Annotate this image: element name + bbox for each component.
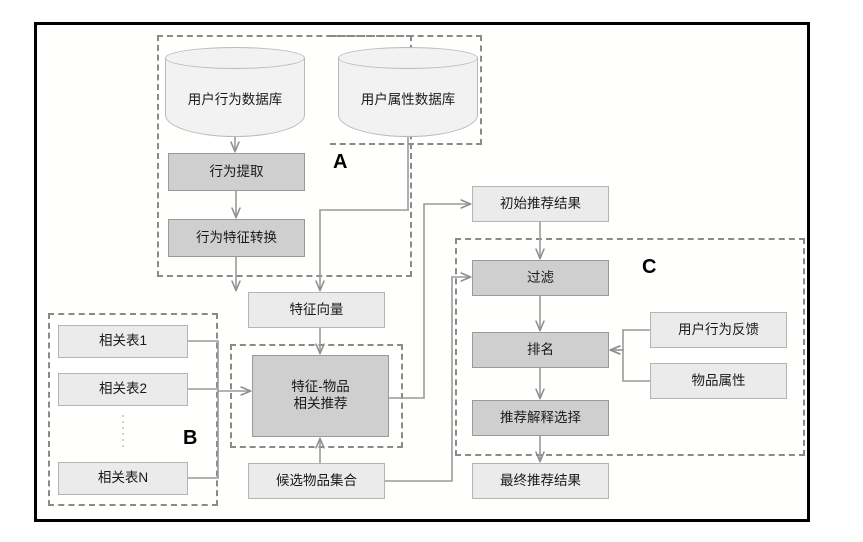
node-related-table-n[interactable]: 相关表N — [58, 462, 188, 495]
group-label-a: A — [333, 151, 348, 173]
node-feature-item-recommend[interactable]: 特征-物品 相关推荐 — [252, 355, 389, 437]
node-initial-recommend-result[interactable]: 初始推荐结果 — [472, 186, 609, 222]
node-related-table-1[interactable]: 相关表1 — [58, 325, 188, 358]
node-rank[interactable]: 排名 — [472, 332, 609, 368]
node-behavior-extract[interactable]: 行为提取 — [168, 153, 305, 191]
node-filter[interactable]: 过滤 — [472, 260, 609, 296]
cylinder-top — [338, 47, 478, 69]
node-feature-vector[interactable]: 特征向量 — [248, 292, 385, 328]
node-recommend-explanation-select[interactable]: 推荐解释选择 — [472, 400, 609, 436]
group-label-c: C — [642, 256, 657, 278]
node-label: 用户属性数据库 — [360, 91, 456, 107]
node-label-line1: 特征-物品 — [291, 379, 350, 395]
node-label-line2: 相关推荐 — [293, 396, 348, 411]
group-box-a — [157, 35, 412, 277]
cylinder-body — [338, 58, 478, 137]
cylinder-top — [165, 47, 305, 69]
ellipsis-vertical-dots — [122, 415, 124, 447]
node-related-table-2[interactable]: 相关表2 — [58, 373, 188, 406]
node-behavior-feature-transform[interactable]: 行为特征转换 — [168, 219, 305, 257]
node-user-behavior-feedback[interactable]: 用户行为反馈 — [650, 312, 787, 348]
node-user-behavior-db[interactable]: 用户行为数据库 — [165, 47, 305, 137]
node-item-attribute[interactable]: 物品属性 — [650, 363, 787, 399]
node-candidate-item-set[interactable]: 候选物品集合 — [248, 463, 385, 499]
node-label: 用户行为数据库 — [187, 91, 283, 107]
cylinder-body — [165, 58, 305, 137]
group-label-b: B — [183, 427, 198, 449]
node-final-recommend-result[interactable]: 最终推荐结果 — [472, 463, 609, 499]
node-user-attribute-db[interactable]: 用户属性数据库 — [338, 47, 478, 137]
